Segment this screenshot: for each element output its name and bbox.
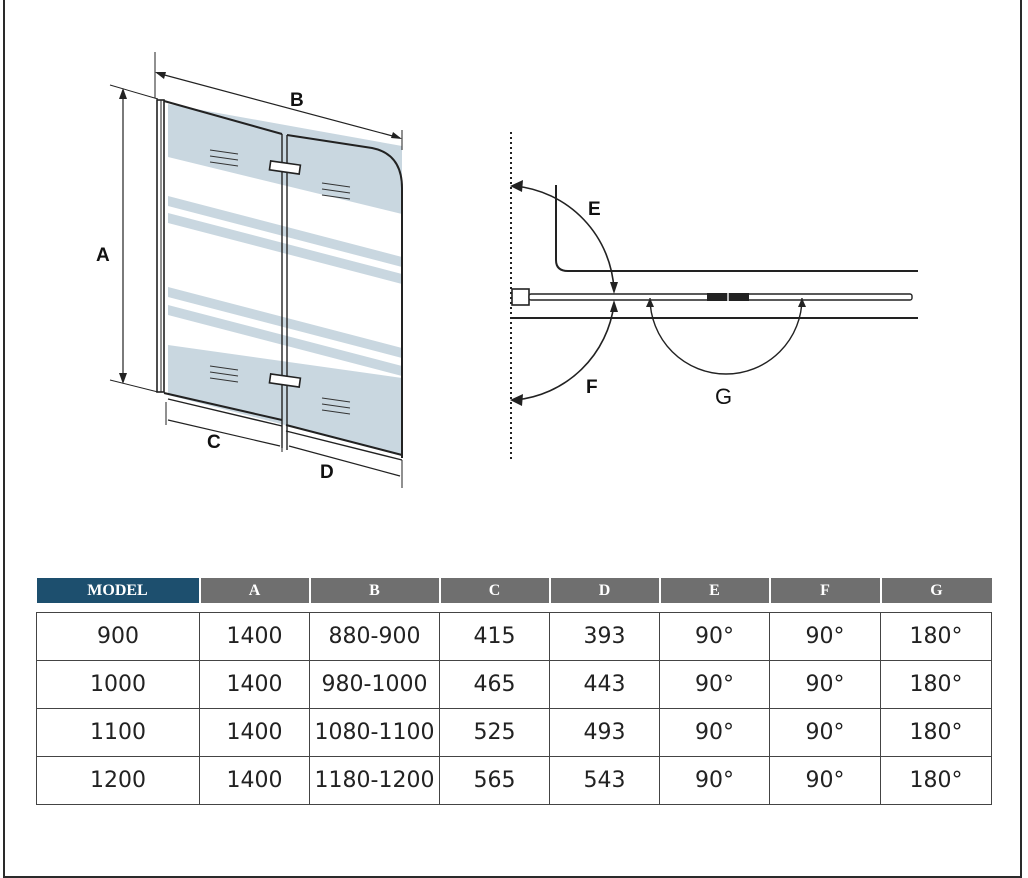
screen-plan-view: E F G [510, 132, 918, 460]
dimension-c-label: C [207, 432, 221, 453]
cell-d: 493 [549, 708, 660, 757]
cell-f: 90° [769, 612, 881, 661]
cell-b: 1180-1200 [309, 756, 440, 805]
cell-a: 1400 [199, 612, 310, 661]
header-d: D [549, 578, 661, 603]
dimensions-table: MODEL A B C D E F G 900 1400 880-900 415… [36, 578, 992, 805]
cell-c: 465 [439, 660, 550, 709]
cell-g: 180° [880, 612, 992, 661]
table-row: 1000 1400 980-1000 465 443 90° 90° 180° [36, 660, 992, 709]
cell-d: 543 [549, 756, 660, 805]
cell-b: 1080-1100 [309, 708, 440, 757]
header-e: E [659, 578, 771, 603]
cell-e: 90° [659, 708, 770, 757]
header-b: B [309, 578, 441, 603]
cell-e: 90° [659, 612, 770, 661]
table-row: 1200 1400 1180-1200 565 543 90° 90° 180° [36, 756, 992, 805]
cell-model: 1100 [36, 708, 200, 757]
header-f: F [769, 578, 882, 603]
angle-g-label: G [715, 384, 732, 409]
angle-f-label: F [586, 377, 598, 398]
header-c: C [439, 578, 551, 603]
cell-e: 90° [659, 660, 770, 709]
header-a: A [199, 578, 311, 603]
dimension-a-label: A [96, 245, 110, 266]
dimension-b-label: B [290, 90, 304, 111]
cell-e: 90° [659, 756, 770, 805]
cell-a: 1400 [199, 756, 310, 805]
cell-f: 90° [769, 756, 881, 805]
table-header-row: MODEL A B C D E F G [36, 578, 992, 603]
table-row: 900 1400 880-900 415 393 90° 90° 180° [36, 612, 992, 661]
header-g: G [880, 578, 992, 603]
cell-a: 1400 [199, 708, 310, 757]
cell-a: 1400 [199, 660, 310, 709]
header-model: MODEL [36, 578, 201, 603]
dimension-d-label: D [320, 462, 334, 483]
cell-c: 415 [439, 612, 550, 661]
cell-d: 443 [549, 660, 660, 709]
cell-f: 90° [769, 660, 881, 709]
cell-b: 980-1000 [309, 660, 440, 709]
angle-e-label: E [588, 199, 601, 220]
cell-model: 1000 [36, 660, 200, 709]
cell-model: 900 [36, 612, 200, 661]
cell-model: 1200 [36, 756, 200, 805]
cell-g: 180° [880, 756, 992, 805]
screen-perspective-view: A B C D [96, 52, 403, 488]
cell-g: 180° [880, 660, 992, 709]
cell-b: 880-900 [309, 612, 440, 661]
cell-c: 565 [439, 756, 550, 805]
table-row: 1100 1400 1080-1100 525 493 90° 90° 180° [36, 708, 992, 757]
cell-c: 525 [439, 708, 550, 757]
cell-d: 393 [549, 612, 660, 661]
shower-screen-diagram: A B C D [96, 52, 918, 488]
cell-f: 90° [769, 708, 881, 757]
cell-g: 180° [880, 708, 992, 757]
